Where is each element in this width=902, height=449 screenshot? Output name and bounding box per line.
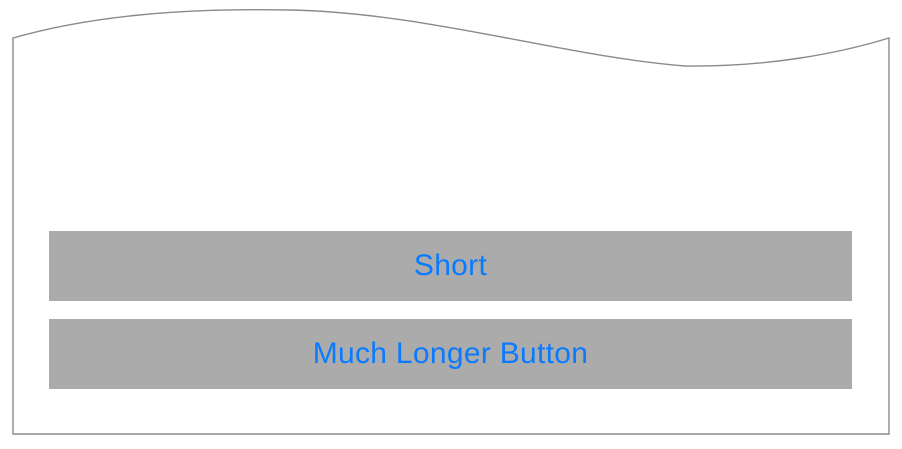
short-button[interactable]: Short [49, 231, 852, 301]
much-longer-button-label: Much Longer Button [312, 337, 589, 370]
short-button-label: Short [413, 249, 488, 282]
much-longer-button[interactable]: Much Longer Button [49, 319, 852, 389]
